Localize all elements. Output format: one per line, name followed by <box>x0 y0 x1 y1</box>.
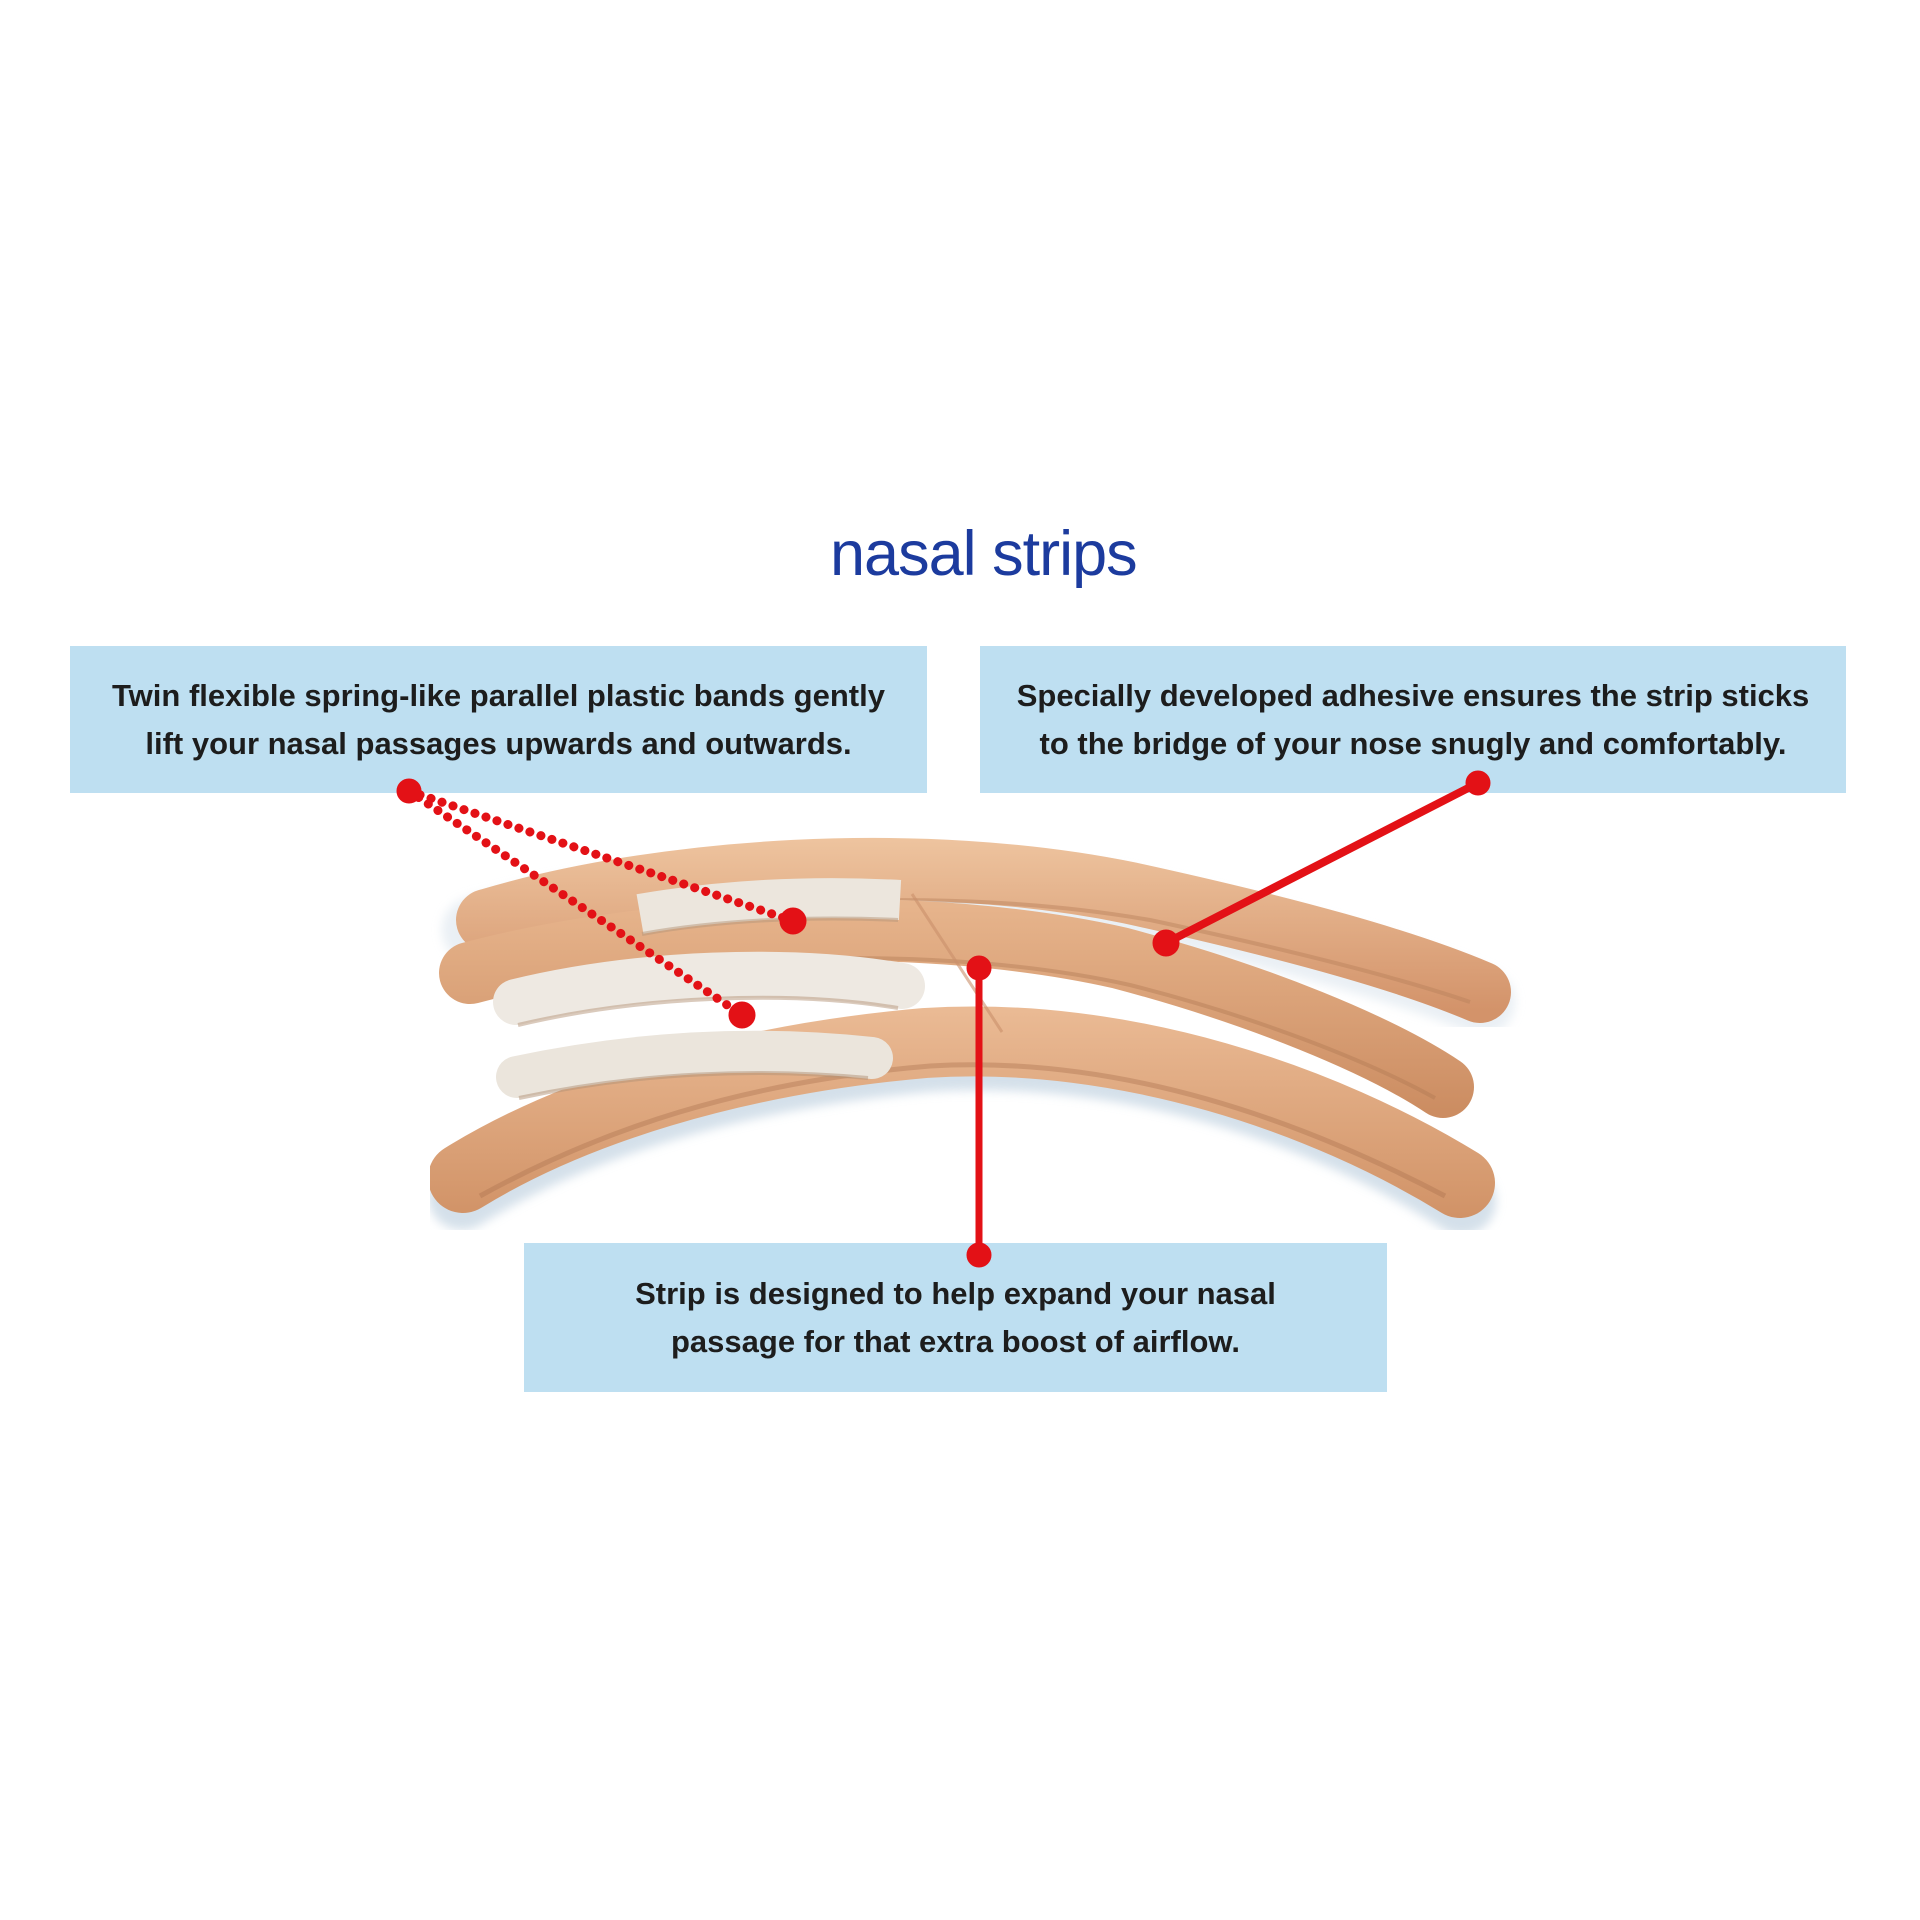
strip-front <box>430 1006 1495 1218</box>
callout-expand-line2: passage for that extra boost of airflow. <box>670 1323 1240 1359</box>
plastic-band-lower <box>496 1030 893 1098</box>
callout-twin-bands: Twin flexible spring-like parallel plast… <box>70 646 927 793</box>
page-title: nasal strips <box>830 519 1138 589</box>
callout-twin-bands-line2: lift your nasal passages upwards and out… <box>145 725 852 761</box>
callout-expand-line1: Strip is designed to help expand your na… <box>635 1275 1276 1311</box>
plastic-band-upper <box>636 878 902 934</box>
callout-expand: Strip is designed to help expand your na… <box>524 1243 1387 1392</box>
strip-overlap-seam <box>910 893 1004 1033</box>
plastic-band-lower-edge <box>518 1070 869 1100</box>
nasal-strips-product-illustration <box>430 837 1515 1235</box>
callout-adhesive: Specially developed adhesive ensures the… <box>980 646 1846 793</box>
callout-adhesive-line1: Specially developed adhesive ensures the… <box>1016 677 1810 713</box>
callout-twin-bands-line1: Twin flexible spring-like parallel plast… <box>112 677 885 713</box>
strip-front-edge <box>478 1062 1447 1199</box>
callout-adhesive-line2: to the bridge of your nose snugly and co… <box>1039 725 1787 761</box>
